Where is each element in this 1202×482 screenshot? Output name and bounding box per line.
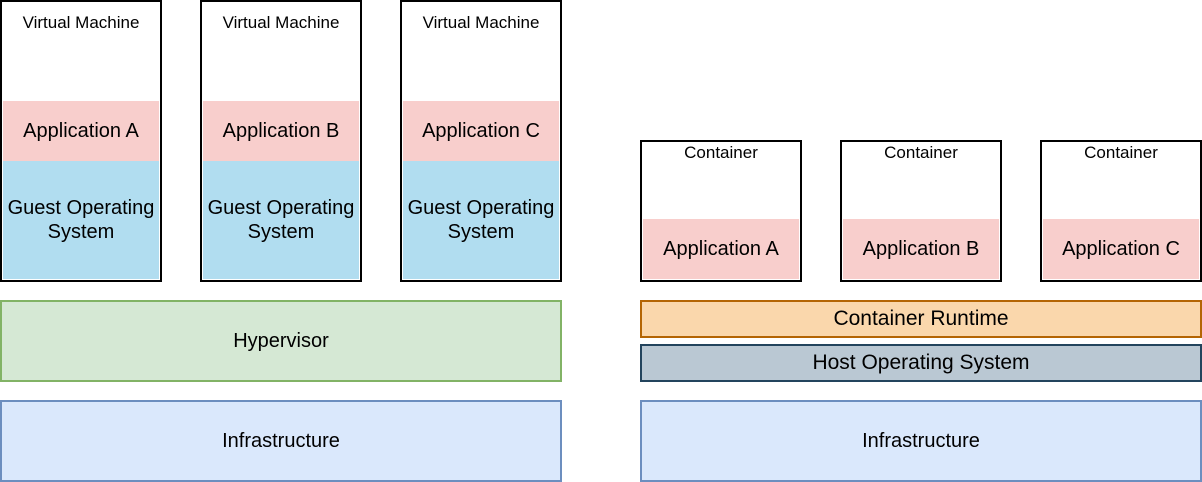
container-c: Container Application C xyxy=(1040,140,1202,282)
container-caption: Container xyxy=(684,143,758,162)
vm-application-b: Application B xyxy=(203,101,359,161)
vm-caption: Virtual Machine xyxy=(222,13,340,32)
vm-infrastructure-layer: Infrastructure xyxy=(0,400,562,482)
container-application-b: Application B xyxy=(843,219,999,279)
host-os-layer: Host Operating System xyxy=(640,344,1202,382)
container-runtime-layer: Container Runtime xyxy=(640,300,1202,338)
vm-caption: Virtual Machine xyxy=(22,13,140,32)
container-infrastructure-layer: Infrastructure xyxy=(640,400,1202,482)
container-b: Container Application B xyxy=(840,140,1002,282)
vm-caption: Virtual Machine xyxy=(422,13,540,32)
hypervisor-layer: Hypervisor xyxy=(0,300,562,382)
container-caption: Container xyxy=(884,143,958,162)
container-a: Container Application A xyxy=(640,140,802,282)
container-caption: Container xyxy=(1084,143,1158,162)
container-application-c: Application C xyxy=(1043,219,1199,279)
vm-guest-os-a: Guest Operating System xyxy=(3,161,159,279)
vm-guest-os-c: Guest Operating System xyxy=(403,161,559,279)
container-application-a: Application A xyxy=(643,219,799,279)
virtual-machine-c: Virtual Machine Application C Guest Oper… xyxy=(400,0,562,282)
vm-application-c: Application C xyxy=(403,101,559,161)
virtual-machine-b: Virtual Machine Application B Guest Oper… xyxy=(200,0,362,282)
virtual-machine-a: Virtual Machine Application A Guest Oper… xyxy=(0,0,162,282)
vm-application-a: Application A xyxy=(3,101,159,161)
vm-guest-os-b: Guest Operating System xyxy=(203,161,359,279)
